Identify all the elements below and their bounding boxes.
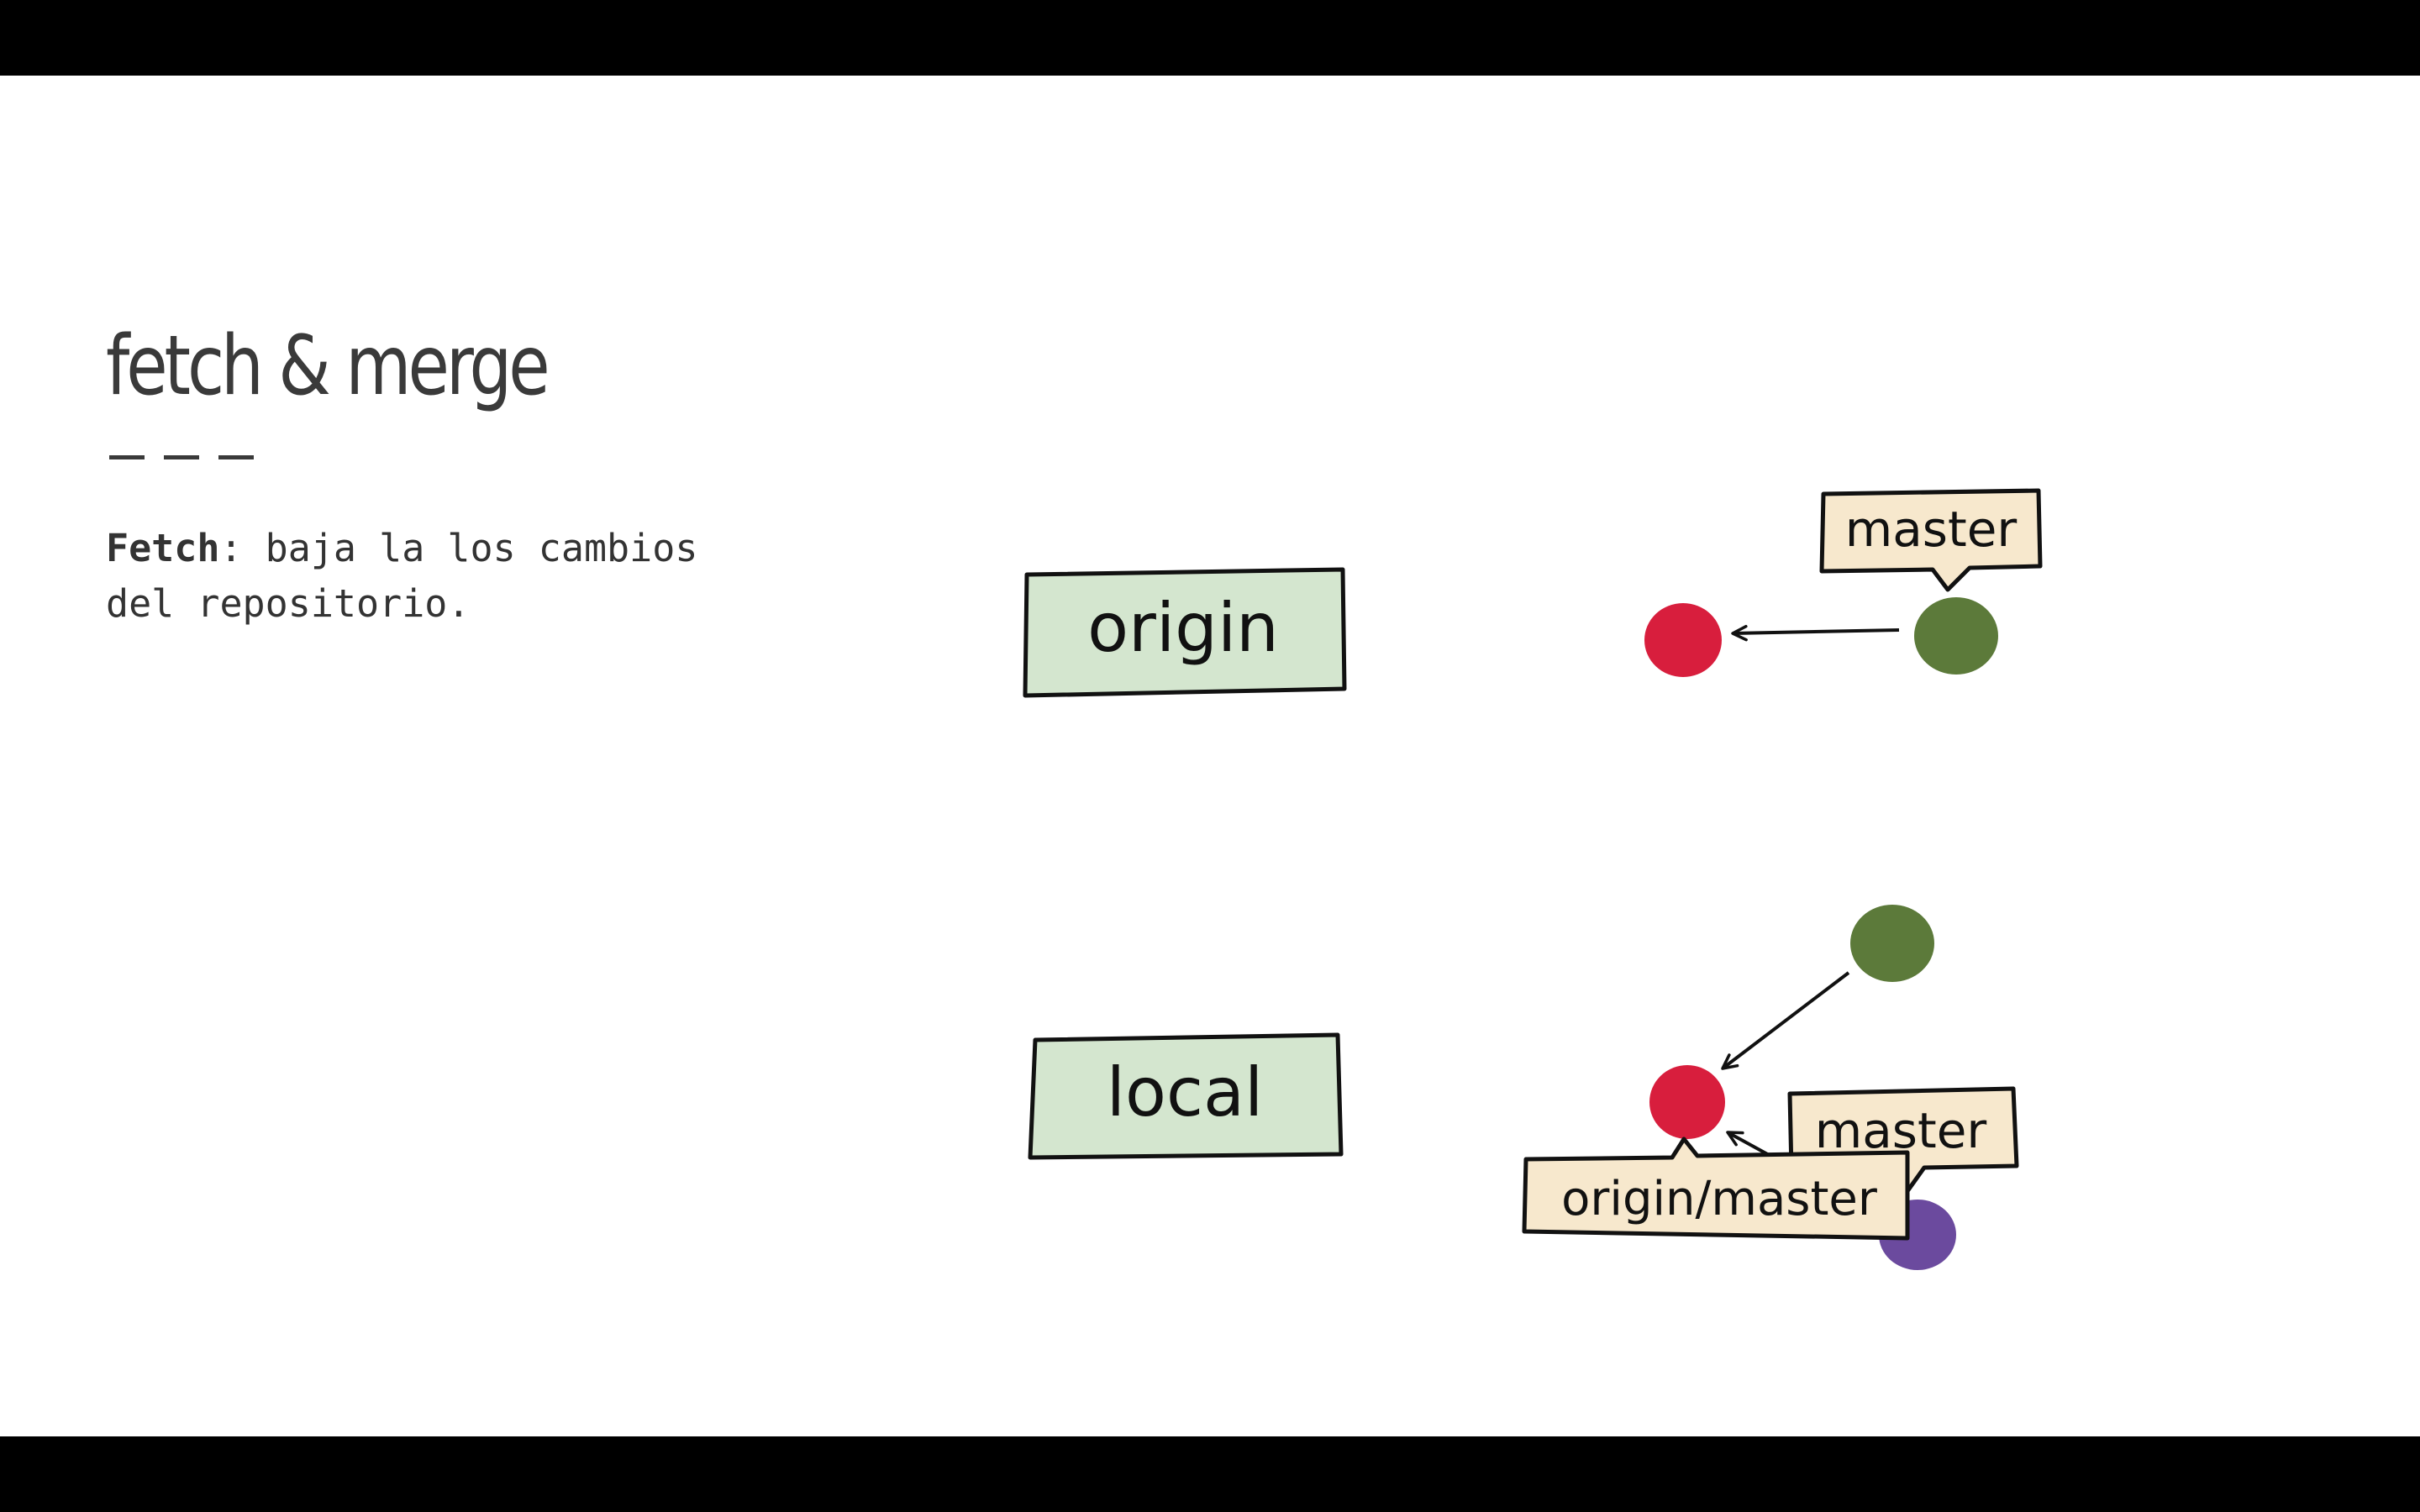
local-label: local <box>1107 1053 1263 1131</box>
local-repo-box: local <box>1028 1032 1344 1160</box>
body-line-1: : baja la los cambios <box>219 526 698 570</box>
origin-master-label: master <box>1845 501 2018 558</box>
origin-commit-green <box>1914 597 1998 675</box>
title-underline-dash <box>218 455 254 459</box>
git-fetch-diagram: origin local master master origi <box>1023 488 2043 1270</box>
presentation-slide: fetch & merge Fetch: baja la los cambios… <box>0 76 2420 1436</box>
fetch-term: Fetch <box>106 526 220 570</box>
origin-master-tracking-tag: origin/master <box>1522 1137 1910 1241</box>
local-master-label: master <box>1815 1102 1987 1159</box>
origin-label: origin <box>1087 589 1279 667</box>
origin-master-tracking-label: origin/master <box>1561 1172 1878 1226</box>
slide-title: fetch & merge <box>106 318 550 414</box>
letterbox-bottom <box>0 1436 2420 1512</box>
origin-repo-box: origin <box>1023 567 1347 698</box>
slide-body-text: Fetch: baja la los cambios del repositor… <box>106 521 795 632</box>
title-underline-dash <box>164 455 199 459</box>
local-commit-red <box>1649 1065 1725 1139</box>
origin-commit-red <box>1644 603 1722 677</box>
letterbox-top <box>0 0 2420 76</box>
origin-parent-arrow <box>1731 624 1900 642</box>
body-line-2: del repositorio. <box>106 581 471 626</box>
title-underline-dash <box>109 455 145 459</box>
fetched-commit-green <box>1850 905 1934 982</box>
fetched-parent-arrow <box>1721 971 1850 1070</box>
origin-master-tag: master <box>1819 488 2043 592</box>
